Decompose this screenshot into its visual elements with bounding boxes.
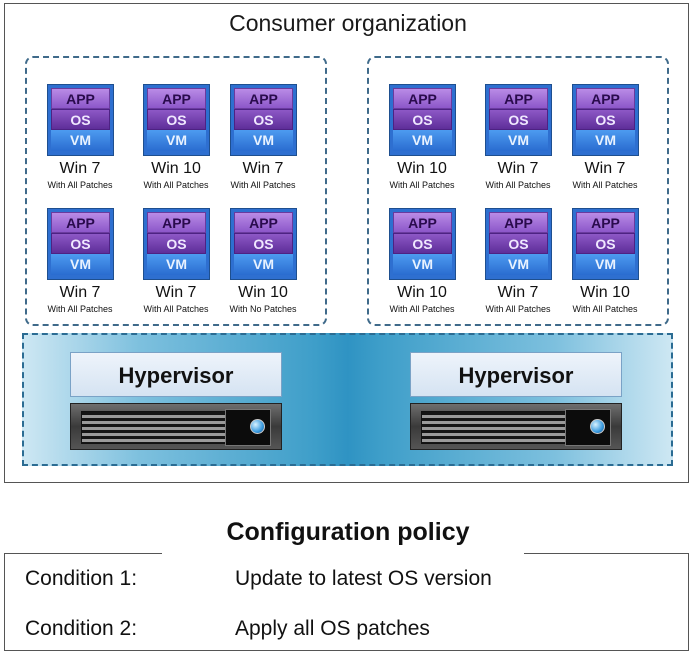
vm-os-layer: OS xyxy=(234,109,293,130)
server-drive-bay xyxy=(225,409,271,446)
vm-group-right xyxy=(367,56,669,326)
vm-os-caption: Win 7 xyxy=(497,284,539,301)
vm-os-caption: Win 7 xyxy=(584,160,626,177)
policy-title-gap xyxy=(162,550,524,558)
vm-vm-layer: VM xyxy=(576,130,635,151)
consumer-organization-frame xyxy=(4,3,689,483)
vm-vm-layer: VM xyxy=(393,254,452,275)
policy-title: Configuration policy xyxy=(226,518,470,546)
vm-os-layer: OS xyxy=(489,233,548,254)
vm-os-caption: Win 7 xyxy=(59,284,101,301)
condition-2-text: Apply all OS patches xyxy=(235,617,430,640)
hypervisor-label-left: Hypervisor xyxy=(70,352,282,397)
vm-vm-layer: VM xyxy=(393,130,452,151)
condition-2-name: Condition 2: xyxy=(25,617,138,640)
vm-os-caption: Win 10 xyxy=(397,160,447,177)
condition-1-name: Condition 1: xyxy=(25,567,138,590)
power-light-icon xyxy=(250,419,265,434)
vm-patch-caption: With All Patches xyxy=(143,304,209,314)
vm-os-caption: Win 7 xyxy=(242,160,284,177)
vm-patch-caption: With All Patches xyxy=(572,180,638,190)
vm-vm-layer: VM xyxy=(489,130,548,151)
organization-title: Consumer organization xyxy=(229,10,467,36)
vm-os-layer: OS xyxy=(147,109,206,130)
vm-app-layer: APP xyxy=(234,88,293,109)
vm-os-layer: OS xyxy=(51,109,110,130)
server-grille xyxy=(81,411,235,444)
vm-os-layer: OS xyxy=(576,233,635,254)
vm-os-caption: Win 10 xyxy=(580,284,630,301)
vm-os-layer: OS xyxy=(393,109,452,130)
vm-vm-layer: VM xyxy=(51,254,110,275)
vm-os-caption: Win 10 xyxy=(238,284,288,301)
vm-os-caption: Win 7 xyxy=(59,160,101,177)
vm-app-layer: APP xyxy=(393,88,452,109)
vm-vm-layer: VM xyxy=(489,254,548,275)
hypervisor-label-right: Hypervisor xyxy=(410,352,622,397)
vm-app-layer: APP xyxy=(489,88,548,109)
vm-app-layer: APP xyxy=(51,212,110,233)
condition-1-text: Update to latest OS version xyxy=(235,567,492,590)
vm-app-layer: APP xyxy=(147,212,206,233)
vm-app-layer: APP xyxy=(51,88,110,109)
vm-patch-caption: With All Patches xyxy=(47,304,113,314)
vm-app-layer: APP xyxy=(489,212,548,233)
vm-patch-caption: With All Patches xyxy=(485,180,551,190)
vm-patch-caption: With No Patches xyxy=(229,304,297,314)
vm-vm-layer: VM xyxy=(234,130,293,151)
vm-app-layer: APP xyxy=(576,88,635,109)
vm-vm-layer: VM xyxy=(234,254,293,275)
vm-patch-caption: With All Patches xyxy=(572,304,638,314)
vm-patch-caption: With All Patches xyxy=(485,304,551,314)
vm-patch-caption: With All Patches xyxy=(389,304,455,314)
vm-app-layer: APP xyxy=(147,88,206,109)
server-grille xyxy=(421,411,575,444)
vm-patch-caption: With All Patches xyxy=(47,180,113,190)
vm-os-caption: Win 7 xyxy=(155,284,197,301)
vm-group-left xyxy=(25,56,327,326)
vm-vm-layer: VM xyxy=(147,254,206,275)
vm-vm-layer: VM xyxy=(147,130,206,151)
vm-os-caption: Win 7 xyxy=(497,160,539,177)
vm-app-layer: APP xyxy=(393,212,452,233)
server-left xyxy=(70,403,282,450)
vm-os-layer: OS xyxy=(489,109,548,130)
vm-os-layer: OS xyxy=(51,233,110,254)
vm-os-caption: Win 10 xyxy=(397,284,447,301)
power-light-icon xyxy=(590,419,605,434)
vm-os-caption: Win 10 xyxy=(151,160,201,177)
server-right xyxy=(410,403,622,450)
vm-vm-layer: VM xyxy=(576,254,635,275)
vm-os-layer: OS xyxy=(234,233,293,254)
vm-vm-layer: VM xyxy=(51,130,110,151)
vm-app-layer: APP xyxy=(576,212,635,233)
vm-patch-caption: With All Patches xyxy=(389,180,455,190)
vm-os-layer: OS xyxy=(576,109,635,130)
vm-os-layer: OS xyxy=(393,233,452,254)
vm-app-layer: APP xyxy=(234,212,293,233)
vm-patch-caption: With All Patches xyxy=(230,180,296,190)
vm-os-layer: OS xyxy=(147,233,206,254)
vm-patch-caption: With All Patches xyxy=(143,180,209,190)
